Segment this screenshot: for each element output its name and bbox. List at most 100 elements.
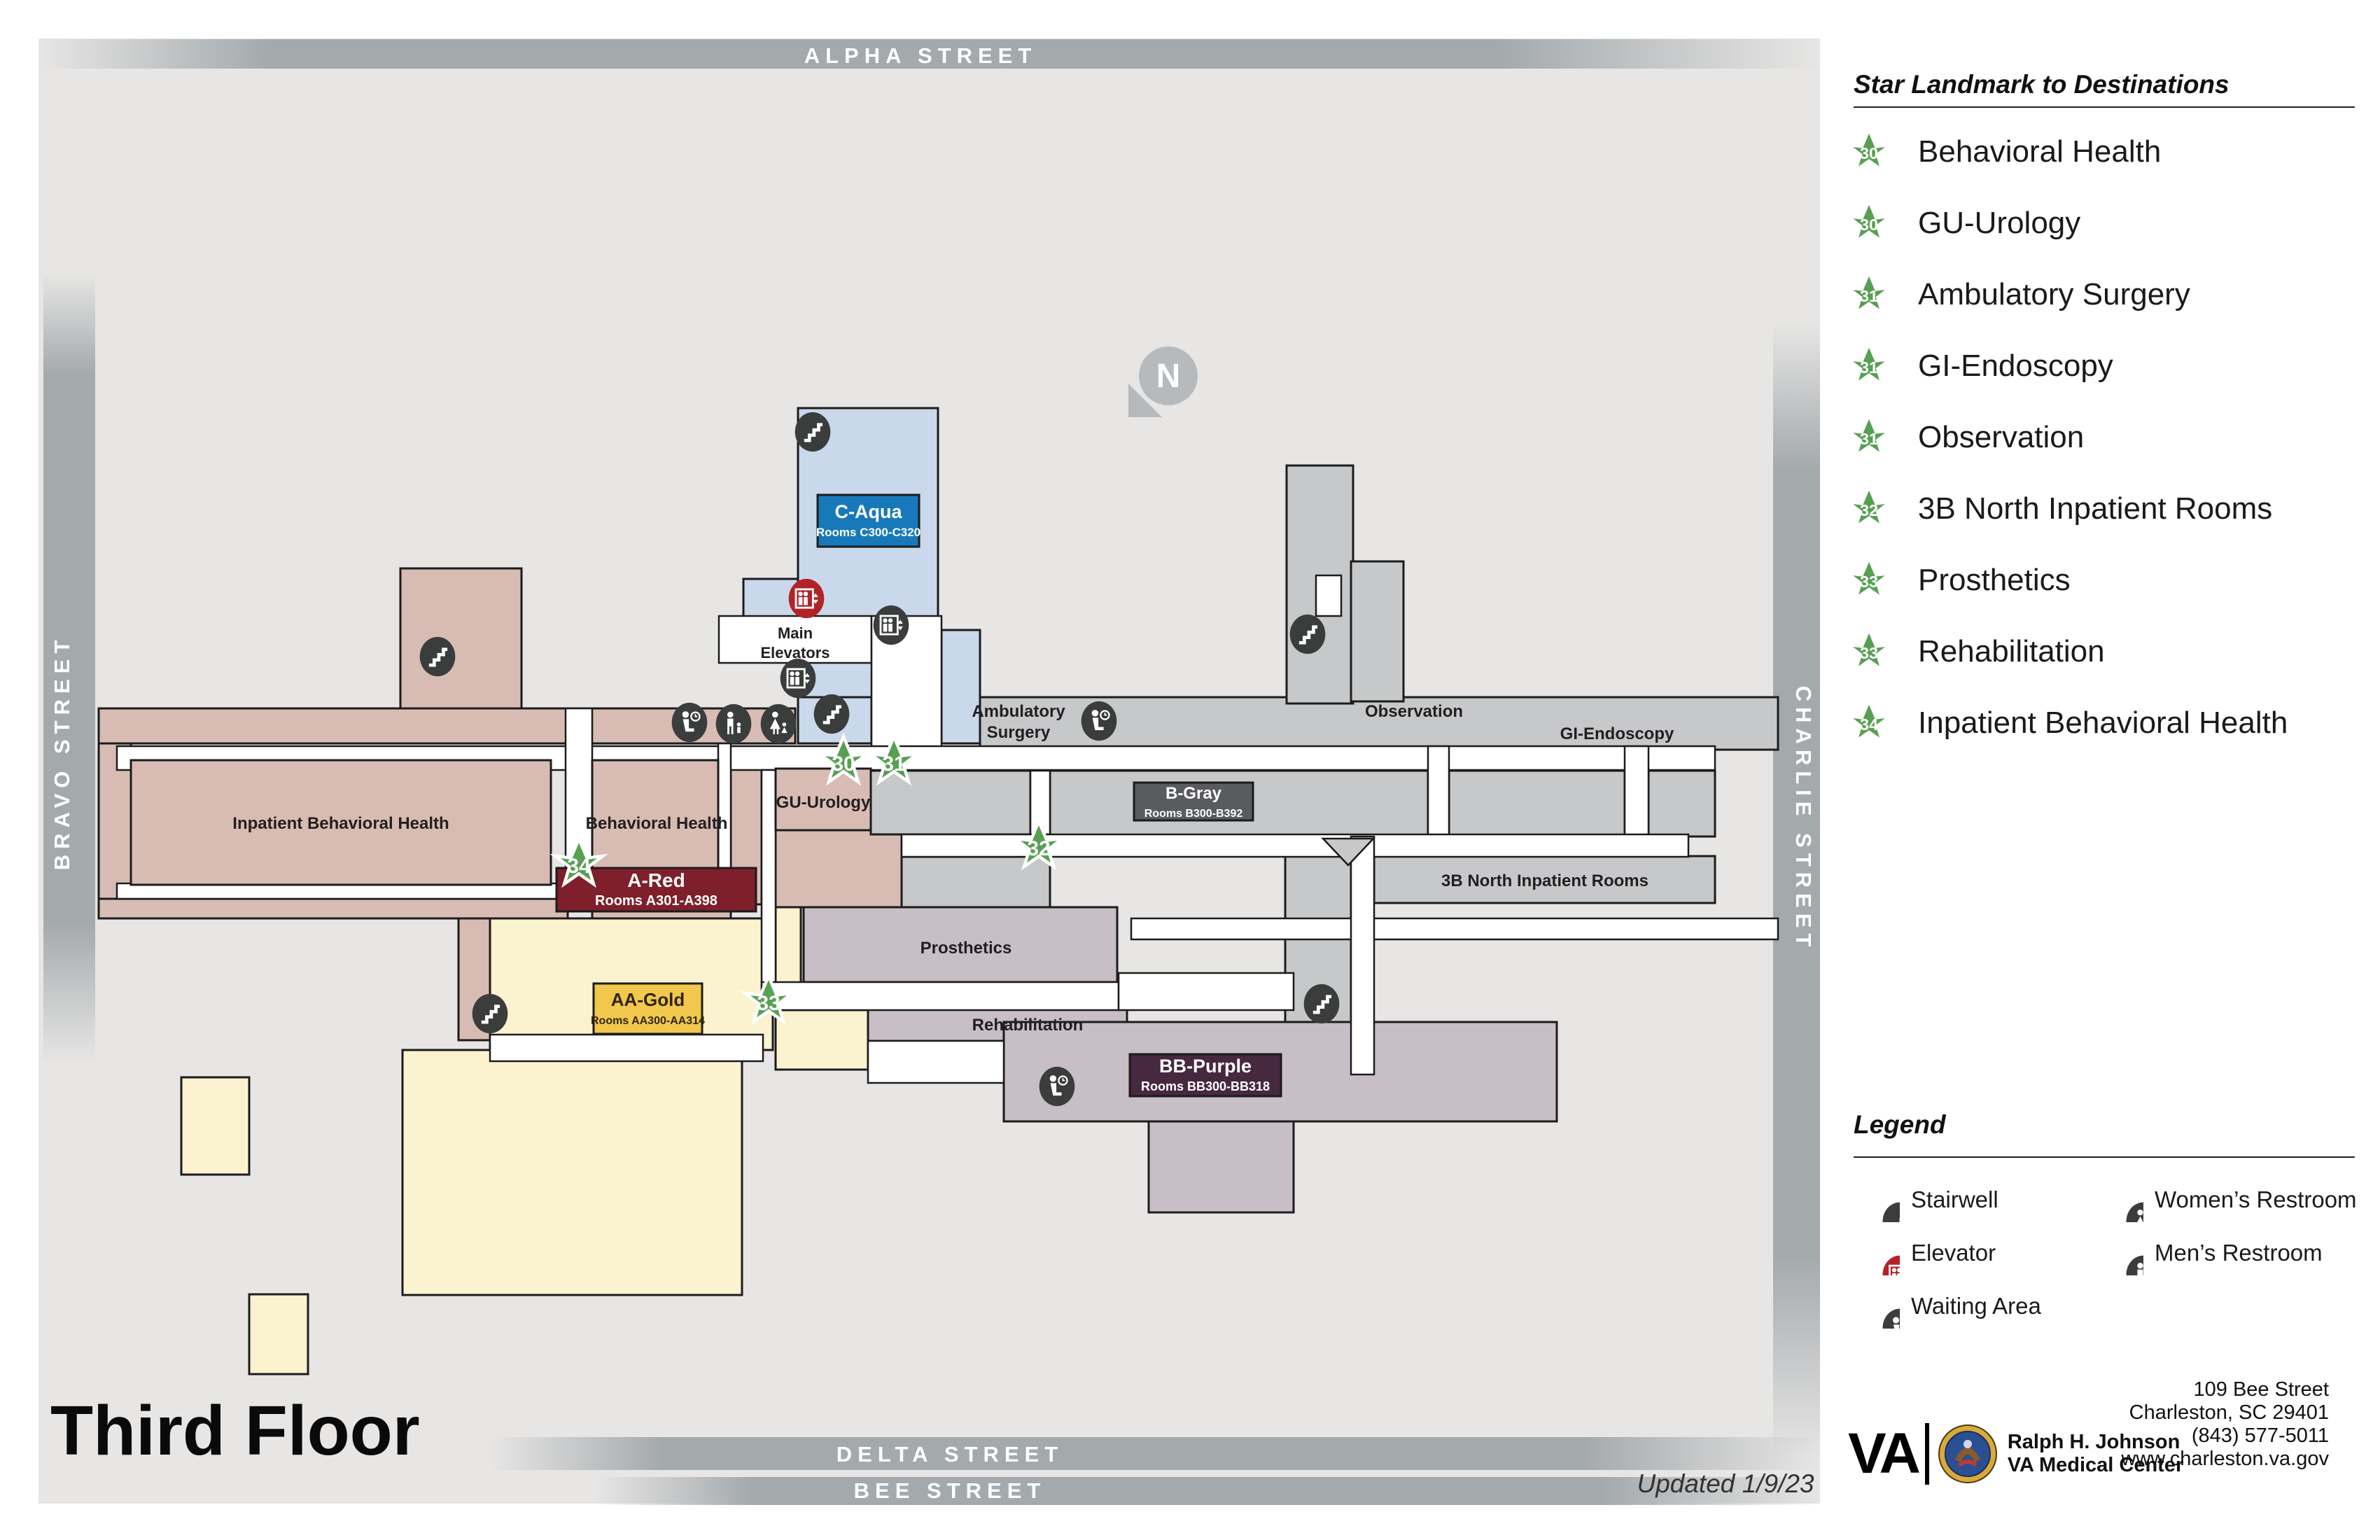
destination-label: GU-Urology — [1918, 206, 2081, 240]
destination-label: 3B North Inpatient Rooms — [1918, 491, 2273, 526]
svg-text:34: 34 — [1860, 715, 1878, 734]
legend-item: Men’s Restroom — [2103, 1231, 2323, 1275]
svg-text:Rooms AA300-AA314: Rooms AA300-AA314 — [591, 1015, 705, 1027]
svg-text:AA-Gold: AA-Gold — [611, 989, 685, 1010]
map-star-32: 32 — [1015, 821, 1063, 867]
destination-label: Ambulatory Surgery — [1918, 277, 2190, 312]
svg-text:31: 31 — [1860, 287, 1878, 305]
waiting-icon — [671, 701, 708, 743]
address-line: 109 Bee Street — [2193, 1378, 2329, 1401]
svg-text:N: N — [1156, 358, 1181, 395]
map-star-34: 34 — [555, 839, 603, 884]
elevator-red-icon — [788, 578, 825, 620]
north-arrow: N — [1128, 346, 1198, 417]
destinations-title: Star Landmark to Destinations — [1854, 70, 2230, 99]
svg-text:31: 31 — [1860, 358, 1878, 377]
corridor — [867, 1040, 1005, 1084]
womens-icon — [760, 704, 797, 744]
star-icon: 31 — [1844, 412, 1894, 459]
corridor — [760, 981, 1120, 1011]
svg-text:34: 34 — [567, 855, 591, 878]
svg-text:Rooms B300-B392: Rooms B300-B392 — [1144, 808, 1243, 820]
wing-block-gray — [1448, 769, 1626, 838]
stairwell-icon — [1290, 615, 1326, 654]
room-label: Rehabilitation — [972, 1016, 1084, 1035]
street-label: CHARLIE STREET — [1791, 686, 1816, 953]
star-icon: 33 — [1844, 555, 1894, 602]
stairwell-icon — [1859, 1177, 1900, 1222]
stairwell-icon — [420, 637, 456, 676]
room-label: Ambulatory — [972, 702, 1065, 721]
svg-text:Rooms BB300-BB318: Rooms BB300-BB318 — [1141, 1079, 1270, 1093]
address-line: Charleston, SC 29401 — [2129, 1401, 2329, 1424]
legend-title: Legend — [1854, 1110, 1946, 1139]
svg-text:32: 32 — [1027, 837, 1050, 860]
legend-item: Waiting Area — [1859, 1284, 2041, 1329]
svg-text:30: 30 — [1860, 144, 1878, 162]
street-label: ALPHA STREET — [804, 43, 1037, 68]
corridor — [718, 615, 873, 664]
va-seal — [1938, 1424, 1997, 1483]
wing-block-gray — [1350, 560, 1405, 703]
corridor — [1117, 972, 1295, 1011]
legend-item: Elevator — [1859, 1231, 1996, 1275]
waiting-icon — [1038, 1065, 1076, 1107]
svg-text:30: 30 — [832, 752, 855, 776]
wing-block-cream — [401, 1049, 743, 1296]
star-icon: 33 — [1844, 626, 1894, 673]
room-label: Surgery — [987, 723, 1051, 742]
svg-text:B-Gray: B-Gray — [1166, 784, 1222, 803]
svg-text:Rooms A301-A398: Rooms A301-A398 — [595, 893, 718, 909]
map-star-33: 33 — [745, 976, 792, 1021]
svg-text:33: 33 — [1860, 644, 1878, 662]
wing-block-gray — [869, 769, 1032, 836]
wing-block-gray — [1647, 769, 1716, 838]
corridor — [1623, 745, 1650, 838]
wing-block-cream — [248, 1293, 309, 1376]
svg-text:31: 31 — [1860, 430, 1878, 448]
wing-block-cream — [774, 1009, 869, 1071]
map-star-31: 31 — [870, 736, 918, 782]
svg-text:C-Aqua: C-Aqua — [835, 501, 903, 522]
updated-note: Updated 1/9/23 — [1637, 1469, 1814, 1498]
svg-text:32: 32 — [1860, 501, 1878, 519]
wing-block-pink — [774, 829, 903, 909]
svg-text:31: 31 — [882, 752, 905, 776]
stairwell-icon — [1304, 984, 1340, 1023]
map-star-30: 30 — [820, 736, 867, 782]
stairwell-icon — [814, 694, 850, 734]
room-label: GU-Urology — [776, 793, 871, 812]
corridor — [489, 1033, 764, 1063]
page-title: Third Floor — [50, 1392, 420, 1470]
facility-line: VA Medical Center — [2007, 1454, 2184, 1476]
star-icon: 31 — [1844, 270, 1894, 316]
mens-icon — [2103, 1231, 2143, 1275]
corridor — [760, 769, 777, 1002]
room-label: Inpatient Behavioral Health — [232, 814, 449, 833]
legend-item: Women’s Restroom — [2103, 1177, 2357, 1222]
wing-block-pink — [399, 567, 523, 711]
street-band — [43, 273, 95, 1064]
room-label: Prosthetics — [920, 939, 1012, 958]
street-label: BRAVO STREET — [50, 635, 74, 871]
corridor — [1130, 917, 1779, 941]
corridor-wedge — [1321, 837, 1376, 867]
svg-text:33: 33 — [757, 992, 780, 1015]
street-label: DELTA STREET — [836, 1442, 1063, 1466]
star-icon: 34 — [1844, 698, 1894, 745]
stairwell-icon — [472, 994, 508, 1033]
legend-label: Women’s Restroom — [2155, 1186, 2357, 1212]
waiting-icon — [1080, 700, 1118, 742]
